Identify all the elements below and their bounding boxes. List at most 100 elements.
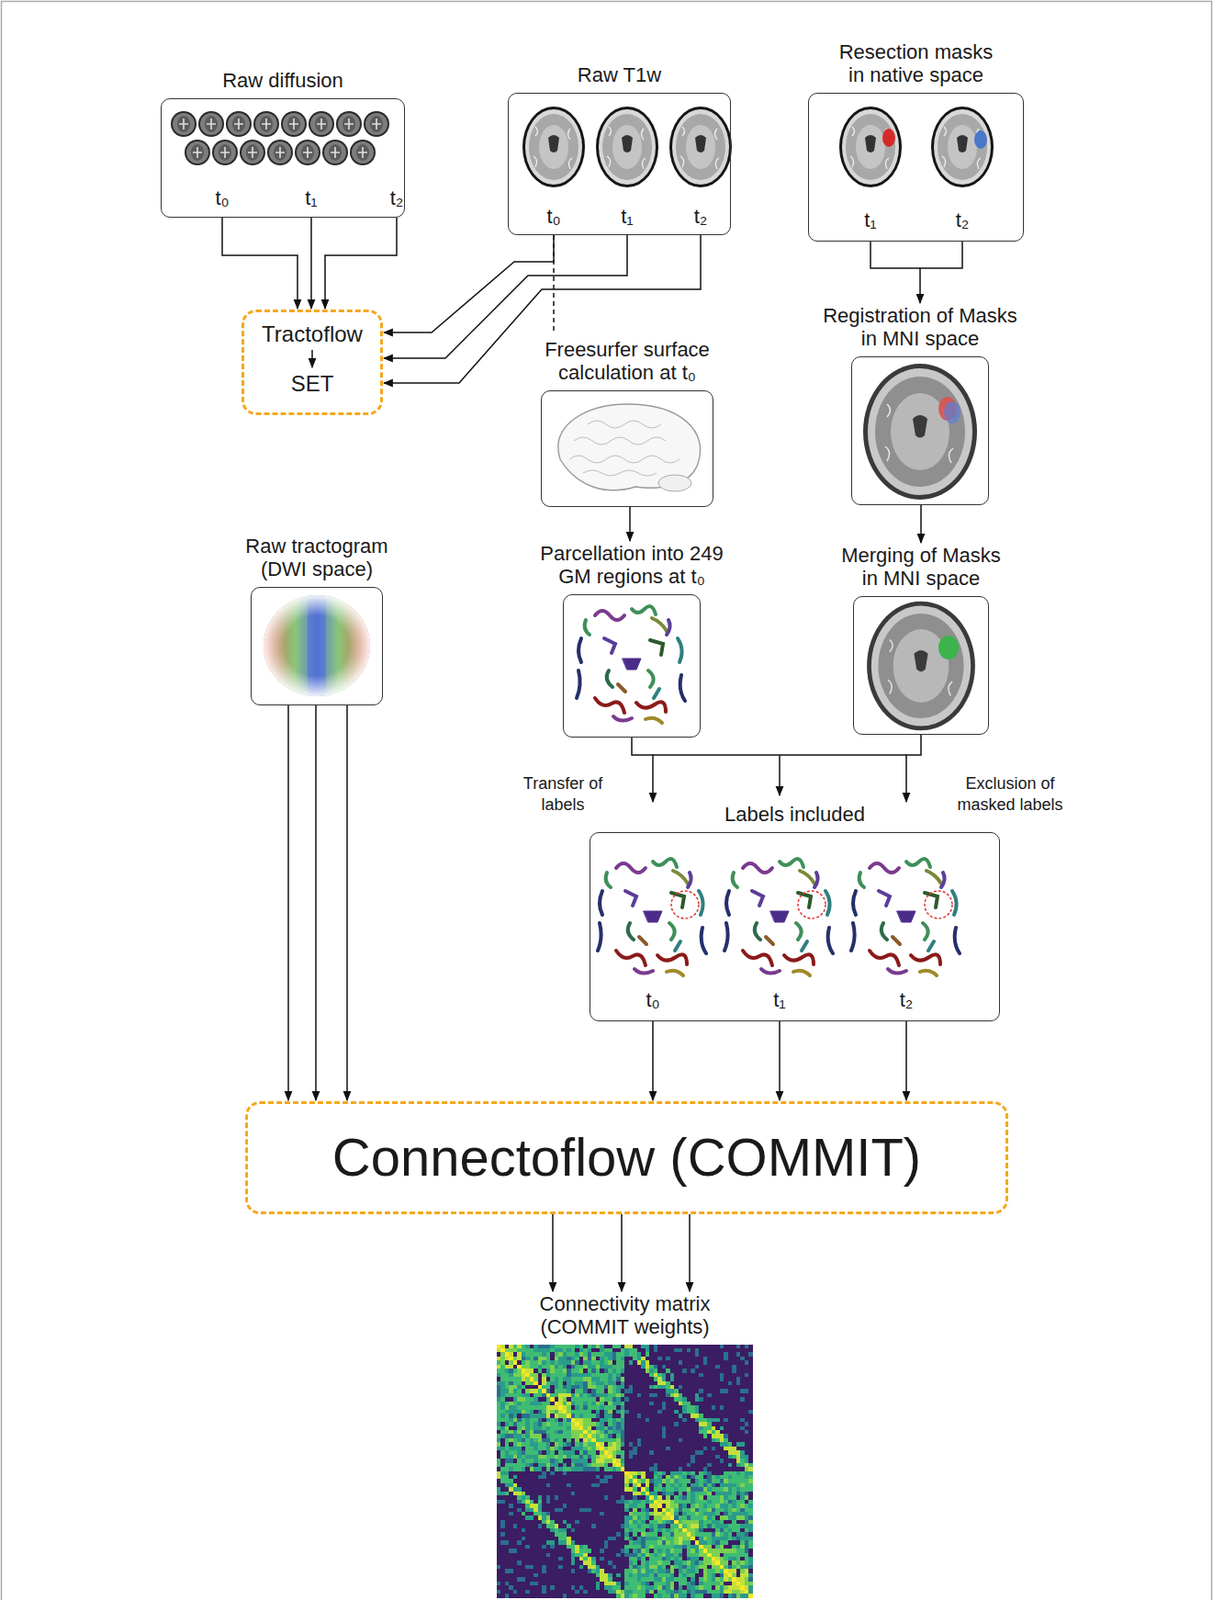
time-point: t₁ — [620, 204, 634, 228]
process-box: Freesurfer surface calculation at t₀ — [540, 337, 714, 507]
art-use — [280, 111, 307, 137]
mni-merged — [866, 601, 976, 731]
image-box — [853, 595, 989, 735]
pipeline-label: Connectoflow (COMMIT) — [247, 1126, 1006, 1189]
box-title: Parcellation into 249 GM regions at t₀ — [538, 541, 727, 589]
image-box — [540, 390, 714, 507]
connector — [920, 241, 963, 304]
connector — [314, 705, 317, 1101]
image-box — [851, 356, 989, 506]
pipeline-label: Tractoflow — [244, 321, 381, 348]
time-point: t₂ — [955, 208, 970, 232]
connector — [778, 1021, 781, 1101]
connector — [920, 505, 922, 543]
image-box — [160, 98, 405, 218]
parcellation-image — [576, 606, 686, 723]
box-title: Raw T1w — [482, 63, 758, 87]
art-use — [595, 106, 659, 188]
art-use — [253, 111, 280, 137]
time-point: t₂ — [390, 186, 405, 210]
art-path — [778, 754, 781, 796]
art-ellipse — [882, 128, 896, 147]
art-use — [931, 106, 994, 188]
connector — [222, 217, 298, 309]
art-use — [349, 139, 376, 166]
time-point: t₂ — [694, 204, 708, 228]
brain-surface — [558, 404, 701, 492]
matrix-frame — [496, 1344, 753, 1598]
art-use — [669, 106, 732, 188]
output-box: Raw tractogram (DWI space) — [250, 534, 383, 706]
image-box — [562, 594, 701, 738]
art-use — [724, 858, 833, 976]
pipeline-label: SET — [244, 370, 381, 397]
pipeline-box: TractoflowSET — [241, 309, 383, 416]
art-ellipse — [658, 474, 692, 492]
input-box: Raw T1wt₀t₁t₂ — [507, 63, 731, 236]
mni-registration — [863, 363, 978, 500]
art-use — [308, 111, 335, 137]
time-point: t₁ — [304, 186, 318, 210]
tractogram-image — [263, 595, 371, 697]
art-use — [522, 106, 585, 188]
connector — [688, 1213, 691, 1292]
connector — [905, 1021, 908, 1101]
image-box — [250, 586, 383, 706]
connector — [906, 734, 921, 802]
time-point: t₀ — [214, 186, 229, 210]
art-use — [198, 111, 225, 137]
connector — [551, 1213, 554, 1292]
box-title: Merging of Masks in MNI space — [836, 543, 1007, 591]
art-ellipse — [974, 130, 988, 149]
time-point: t₁ — [773, 988, 787, 1011]
time-point: t₂ — [899, 988, 914, 1011]
art-use — [576, 606, 686, 723]
art-use — [267, 139, 293, 166]
art-use — [336, 111, 362, 137]
art-use — [597, 858, 707, 976]
input-box: Raw diffusiont₀t₁t₂ — [160, 68, 405, 218]
art-use — [184, 139, 211, 166]
time-point: t₁ — [864, 208, 877, 232]
box-title: Raw tractogram (DWI space) — [234, 534, 400, 582]
art-path — [870, 241, 921, 269]
matrix-box: Connectivity matrix (COMMIT weights) — [496, 1291, 753, 1598]
art-use — [851, 858, 960, 976]
art-path — [311, 349, 314, 368]
diffusion-slices — [170, 111, 390, 166]
box-title: Raw diffusion — [145, 68, 421, 92]
connector — [651, 1021, 654, 1101]
art-use — [212, 139, 238, 166]
note-label: Exclusion of masked labels — [945, 773, 1075, 817]
art-use — [239, 139, 266, 166]
art-circle — [924, 890, 953, 919]
time-point: t₀ — [645, 988, 660, 1011]
box-title: Resection masks in native space — [835, 40, 997, 88]
connector — [346, 705, 349, 1101]
connector — [383, 235, 554, 333]
art-ellipse — [263, 595, 371, 697]
time-point: t₀ — [546, 204, 561, 228]
box-title: Freesurfer surface calculation at t₀ — [521, 337, 733, 385]
input-box: Resection masks in native space t₁ t₂ — [808, 40, 1024, 242]
connector — [620, 1213, 623, 1292]
connector — [325, 217, 397, 309]
art-use — [294, 139, 321, 166]
labels-images — [597, 858, 960, 976]
t1w-slices — [522, 106, 732, 188]
image-box — [808, 92, 1024, 242]
labels-box: Labels includedt₀t₁t₂ — [589, 802, 1000, 1022]
process-box: Merging of Masks in MNI space — [853, 543, 989, 735]
art-use — [363, 111, 390, 137]
connectivity-matrix — [496, 1344, 753, 1598]
connector — [310, 217, 313, 309]
art-circle — [671, 890, 699, 919]
art-use — [866, 601, 976, 731]
connector — [628, 506, 631, 541]
pipeline-box: Connectoflow (COMMIT) — [245, 1100, 1009, 1214]
art-use — [863, 363, 978, 500]
art-ellipse — [938, 635, 959, 660]
art-ellipse — [943, 401, 961, 424]
